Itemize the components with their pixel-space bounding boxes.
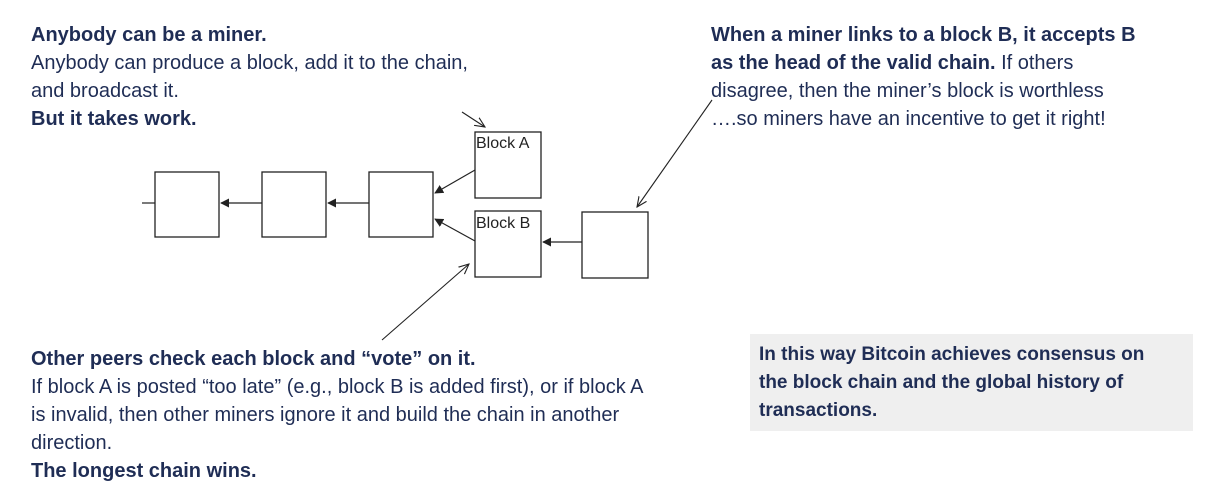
consensus-line-3: transactions. <box>759 400 878 421</box>
voting-line-3: direction. <box>31 432 113 454</box>
accept-block-line-2-rest: If others <box>995 52 1074 74</box>
miner-intro-heading: Anybody can be a miner. <box>31 24 267 46</box>
chain-block-2 <box>261 171 327 238</box>
accept-block-line-4: ….so miners have an incentive to get it … <box>711 108 1106 130</box>
consensus-callout: In this way Bitcoin achieves consensus o… <box>750 334 1193 431</box>
new-miner-block <box>581 211 649 279</box>
miner-intro-emphasis: But it takes work. <box>31 108 197 130</box>
voting-line-2: is invalid, then other miners ignore it … <box>31 404 620 426</box>
block-a <box>474 131 542 199</box>
voting-emphasis: The longest chain wins. <box>31 460 257 482</box>
pointer-arrow-to-block-a <box>461 111 485 127</box>
link-arrow-a-to-3 <box>434 169 476 194</box>
pointer-arrow-to-new-block <box>637 99 713 207</box>
voting-heading: Other peers check each block and “vote” … <box>31 348 476 370</box>
voting-line-1: If block A is posted “too late” (e.g., b… <box>31 376 644 398</box>
block-a-label: Block A <box>476 135 530 152</box>
voting-text: Other peers check each block and “vote” … <box>31 345 644 485</box>
miner-intro-line-1: Anybody can produce a block, add it to t… <box>31 52 468 74</box>
consensus-line-1: In this way Bitcoin achieves consensus o… <box>759 344 1145 365</box>
accept-block-line-2: as the head of the valid chain. If other… <box>711 49 1136 77</box>
pointer-arrow-to-block-b <box>381 264 469 341</box>
accept-block-line-2-bold: as the head of the valid chain. <box>711 52 996 74</box>
consensus-line-2: the block chain and the global history o… <box>759 372 1124 393</box>
chain-block-1 <box>154 171 220 238</box>
accept-block-line-3: disagree, then the miner’s block is wort… <box>711 80 1104 102</box>
miner-intro-line-2: and broadcast it. <box>31 80 179 102</box>
accept-block-line-1: When a miner links to a block B, it acce… <box>711 24 1136 46</box>
miner-intro-text: Anybody can be a miner. Anybody can prod… <box>31 21 468 133</box>
block-b-label: Block B <box>476 215 530 232</box>
chain-block-3 <box>368 171 434 238</box>
link-arrow-b-to-3 <box>434 218 476 242</box>
block-b <box>474 210 542 278</box>
accept-block-text: When a miner links to a block B, it acce… <box>711 21 1136 133</box>
